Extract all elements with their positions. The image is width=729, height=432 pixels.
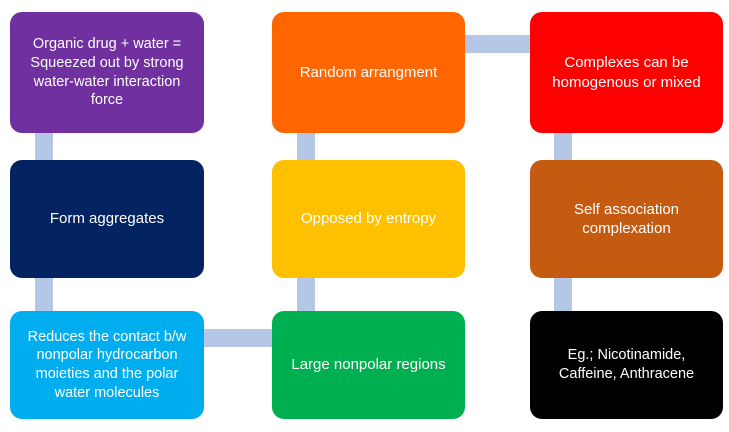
- node-label: Large nonpolar regions: [291, 356, 446, 374]
- connector-opposed-by-entropy-to-random-arrangment: [297, 128, 315, 164]
- node-label: Organic drug + water = Squeezed out by s…: [30, 36, 184, 109]
- node-random-arrangment[interactable]: Random arrangment: [272, 12, 465, 133]
- connector-reduces-contact-to-large-nonpolar-regions: [196, 329, 280, 347]
- node-organic-drug-water[interactable]: Organic drug + water = Squeezed out by s…: [10, 12, 204, 133]
- connector-self-association-to-examples: [554, 274, 572, 315]
- node-reduces-contact[interactable]: Reduces the contact b/w nonpolar hydroca…: [10, 311, 204, 419]
- connector-organic-drug-water-to-form-aggregates: [35, 128, 53, 164]
- connector-form-aggregates-to-reduces-contact: [35, 274, 53, 315]
- node-label: Complexes can be homogenous or mixed: [552, 54, 701, 91]
- node-form-aggregates[interactable]: Form aggregates: [10, 160, 204, 278]
- connector-random-arrangment-to-complexes: [458, 35, 538, 53]
- node-examples[interactable]: Eg.; Nicotinamide, Caffeine, Anthracene: [530, 311, 723, 419]
- node-label: Random arrangment: [299, 63, 438, 81]
- connector-large-nonpolar-regions-to-opposed-by-entropy: [297, 274, 315, 315]
- node-complexes-homogenous-mixed[interactable]: Complexes can be homogenous or mixed: [530, 12, 723, 133]
- connector-complexes-to-self-association: [554, 128, 572, 164]
- node-large-nonpolar-regions[interactable]: Large nonpolar regions: [272, 311, 465, 419]
- node-label: Opposed by entropy: [300, 210, 437, 228]
- node-opposed-by-entropy[interactable]: Opposed by entropy: [272, 160, 465, 278]
- node-label: Self association complexation: [573, 200, 680, 237]
- node-label: Reduces the contact b/w nonpolar hydroca…: [27, 328, 187, 401]
- node-label: Eg.; Nicotinamide, Caffeine, Anthracene: [558, 347, 695, 382]
- node-self-association-complexation[interactable]: Self association complexation: [530, 160, 723, 278]
- node-label: Form aggregates: [49, 210, 165, 228]
